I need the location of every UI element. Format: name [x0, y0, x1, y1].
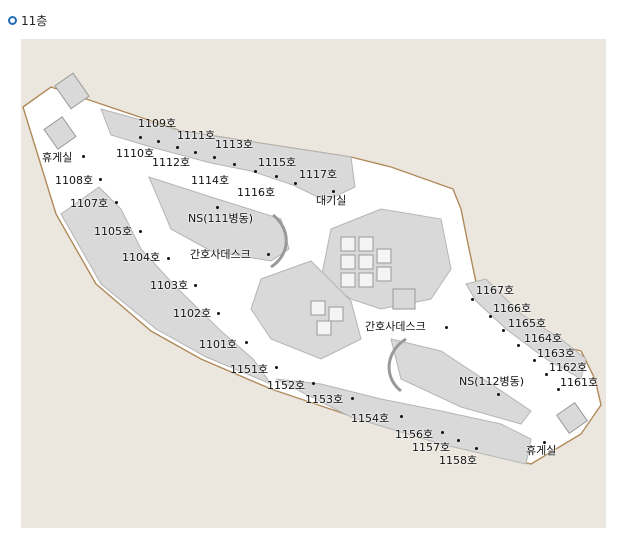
- waiting-room[interactable]: 대기실: [316, 194, 347, 207]
- room-1166[interactable]: 1166호: [493, 302, 532, 315]
- room-1110[interactable]: 1110호: [116, 147, 155, 160]
- room-1111[interactable]: 1111호: [177, 129, 216, 142]
- room-1161[interactable]: 1161호: [560, 376, 599, 389]
- room-1158[interactable]: 1158호: [439, 454, 478, 467]
- dot-1163: [533, 359, 536, 362]
- room-1151[interactable]: 1151호: [230, 363, 269, 376]
- room-1102[interactable]: 1102호: [173, 307, 212, 320]
- room-1156[interactable]: 1156호: [395, 428, 434, 441]
- floor-map: 1109호 1111호 1113호 1110호 1112호 1115호 1117…: [21, 39, 606, 528]
- room-1167[interactable]: 1167호: [476, 284, 515, 297]
- ns-111[interactable]: NS(111병동): [188, 212, 254, 225]
- dot-1161: [557, 388, 560, 391]
- room-1113[interactable]: 1113호: [215, 138, 254, 151]
- dot-1109: [139, 136, 142, 139]
- room-1115[interactable]: 1115호: [258, 156, 297, 169]
- dot-desk1: [267, 253, 270, 256]
- dot-1108b: [99, 178, 102, 181]
- dot-1167: [471, 298, 474, 301]
- central-core-2: [250, 260, 362, 360]
- dot-1152: [312, 382, 315, 385]
- room-1103[interactable]: 1103호: [150, 279, 189, 292]
- room-1112[interactable]: 1112호: [152, 156, 191, 169]
- rooms-north: [100, 108, 356, 202]
- room-1153[interactable]: 1153호: [305, 393, 344, 406]
- dot-lounge-e: [543, 441, 546, 444]
- room-1101[interactable]: 1101호: [199, 338, 238, 351]
- dot-1105: [139, 230, 142, 233]
- desk-curve-1: [270, 213, 288, 269]
- dot-1117b: [332, 190, 335, 193]
- dot-ns111: [216, 206, 219, 209]
- room-1117[interactable]: 1117호: [299, 168, 338, 181]
- stairs-se: [555, 401, 589, 435]
- room-1162[interactable]: 1162호: [549, 361, 588, 374]
- ns112-block: [390, 338, 532, 425]
- room-1116[interactable]: 1116호: [237, 186, 276, 199]
- room-1152[interactable]: 1152호: [267, 379, 306, 392]
- dot-1103: [194, 284, 197, 287]
- room-1109[interactable]: 1109호: [138, 117, 177, 130]
- dot-1107: [115, 201, 118, 204]
- dot-1104: [167, 257, 170, 260]
- room-1165[interactable]: 1165호: [508, 317, 547, 330]
- floor-plan-drawing: [22, 72, 602, 465]
- dot-1113: [176, 146, 179, 149]
- dot-1151: [275, 366, 278, 369]
- dot-1157: [457, 439, 460, 442]
- dot-1112: [213, 156, 216, 159]
- room-1108[interactable]: 1108호: [55, 174, 94, 187]
- dot-desk2: [445, 326, 448, 329]
- rooms-south: [275, 378, 532, 465]
- nurse-desk-1[interactable]: 간호사데스크: [190, 248, 251, 261]
- stairs-center: [392, 288, 416, 310]
- floor-title: 11층: [8, 11, 47, 29]
- room-1163[interactable]: 1163호: [537, 347, 576, 360]
- dot-1114: [233, 163, 236, 166]
- room-1114[interactable]: 1114호: [191, 174, 230, 187]
- dot-1153: [351, 397, 354, 400]
- lounge-east[interactable]: 휴게실: [526, 444, 557, 457]
- dot-1162: [545, 373, 548, 376]
- dot-1108: [82, 155, 85, 158]
- dot-1116: [275, 175, 278, 178]
- ns111-block: [148, 176, 290, 262]
- nurse-desk-2[interactable]: 간호사데스크: [365, 320, 426, 333]
- dot-1156: [441, 431, 444, 434]
- dot-1165: [502, 329, 505, 332]
- rooms-west: [60, 186, 273, 386]
- room-1104[interactable]: 1104호: [122, 251, 161, 264]
- desk-curve-2: [387, 337, 407, 393]
- dot-1101: [245, 341, 248, 344]
- elevator-grid: [310, 236, 392, 336]
- dot-1158: [475, 447, 478, 450]
- room-1154[interactable]: 1154호: [351, 412, 390, 425]
- dot-1166: [489, 315, 492, 318]
- dot-1111: [157, 140, 160, 143]
- ns-112[interactable]: NS(112병동): [459, 375, 525, 388]
- dot-1154: [400, 415, 403, 418]
- floor-title-text: 11층: [21, 13, 48, 28]
- dot-1110: [194, 151, 197, 154]
- room-1164[interactable]: 1164호: [524, 332, 563, 345]
- dot-1102: [217, 312, 220, 315]
- dot-1164: [517, 344, 520, 347]
- dot-1115: [254, 170, 257, 173]
- stairs-nw: [54, 72, 90, 110]
- stairs-nw-2: [43, 116, 77, 150]
- bullet-icon: [8, 15, 17, 25]
- room-1107[interactable]: 1107호: [70, 197, 109, 210]
- dot-ns112: [497, 393, 500, 396]
- dot-1117: [294, 182, 297, 185]
- room-1157[interactable]: 1157호: [412, 441, 451, 454]
- lounge-west[interactable]: 휴게실: [42, 151, 73, 164]
- room-1105[interactable]: 1105호: [94, 225, 133, 238]
